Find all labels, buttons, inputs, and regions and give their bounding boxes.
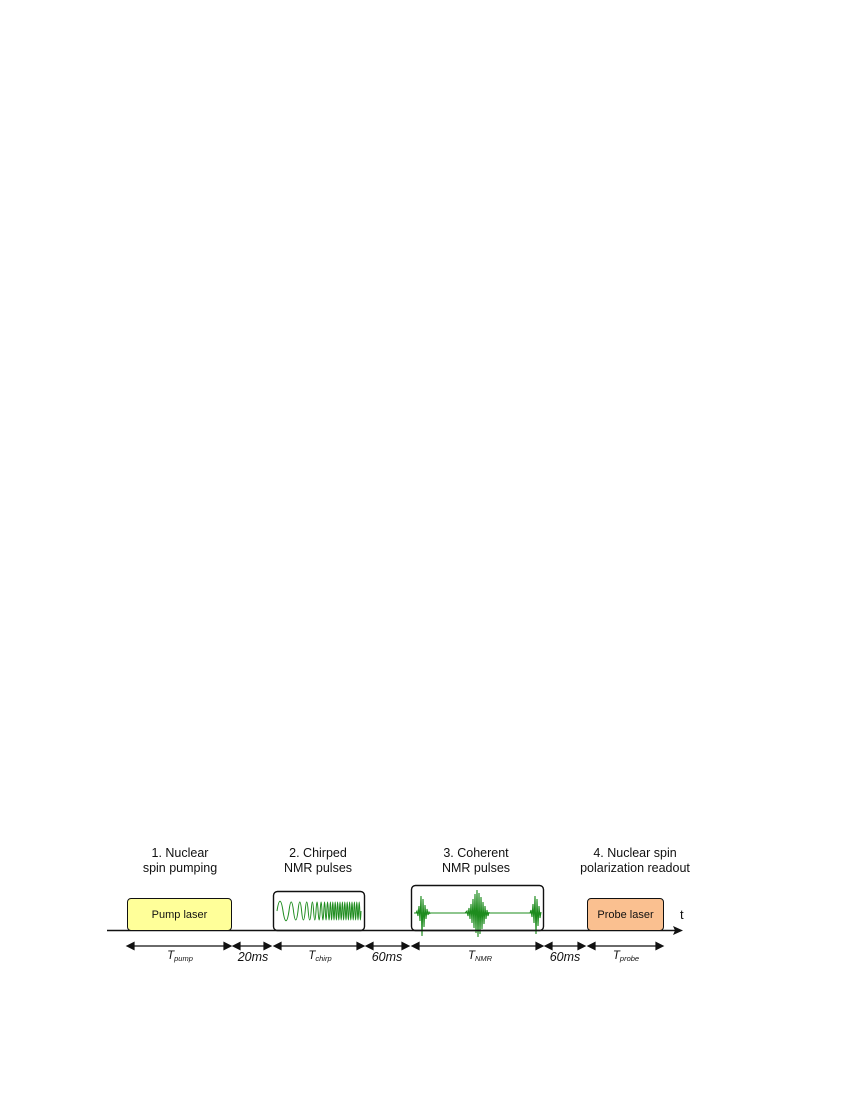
stage-4-title-line2: polarization readout (580, 861, 690, 875)
stage-3-title-line2: NMR pulses (441, 861, 511, 875)
pump-laser-box: Pump laser (127, 898, 232, 931)
duration-subscript: probe (619, 954, 640, 963)
time-axis-arrowhead (673, 926, 683, 935)
duration-symbol: T (308, 950, 316, 962)
duration-label-t-probe: Tprobe (590, 950, 662, 963)
stage-1-title-line2: spin pumping (142, 861, 218, 875)
duration-symbol: T (167, 950, 175, 962)
duration-subscript: chirp (315, 954, 332, 963)
duration-subscript: pump (174, 954, 193, 963)
time-axis-label: t (680, 907, 684, 922)
duration-label-60ms-2: 60ms (542, 950, 588, 964)
duration-symbol: T (467, 950, 475, 962)
duration-value: 20ms (237, 950, 269, 964)
duration-value: 60ms (549, 950, 581, 964)
pump-laser-label: Pump laser (151, 908, 208, 921)
stage-1-title-line1: 1. Nuclear (151, 846, 209, 860)
duration-arrows (125, 941, 665, 951)
probe-laser-label: Probe laser (597, 908, 654, 921)
nmr-pulse-burst-3 (529, 895, 542, 935)
stage-2-title: 2. Chirped NMR pulses (258, 846, 378, 876)
stage-2-title-line1: 2. Chirped (289, 846, 347, 860)
stage-2-title-line2: NMR pulses (283, 861, 353, 875)
stage-4-title: 4. Nuclear spin polarization readout (565, 846, 705, 876)
stage-1-title: 1. Nuclear spin pumping (120, 846, 240, 876)
duration-label-20ms: 20ms (230, 950, 276, 964)
duration-label-60ms-1: 60ms (364, 950, 410, 964)
stage-3-title-line1: 3. Coherent (443, 846, 509, 860)
duration-label-t-nmr: TNMR (440, 950, 520, 963)
probe-laser-box: Probe laser (587, 898, 664, 931)
nmr-pulse-burst-2 (464, 889, 490, 938)
duration-label-t-chirp: Tchirp (280, 950, 360, 963)
stage-4-title-line1: 4. Nuclear spin (593, 846, 677, 860)
duration-label-t-pump: Tpump (137, 950, 223, 963)
duration-subscript: NMR (474, 954, 493, 963)
duration-symbol: T (612, 950, 620, 962)
stage-3-title: 3. Coherent NMR pulses (416, 846, 536, 876)
chirp-pulse-box (272, 890, 366, 932)
nmr-pulse-burst-1 (415, 895, 431, 937)
duration-value: 60ms (371, 950, 403, 964)
chirp-waveform (276, 900, 362, 922)
